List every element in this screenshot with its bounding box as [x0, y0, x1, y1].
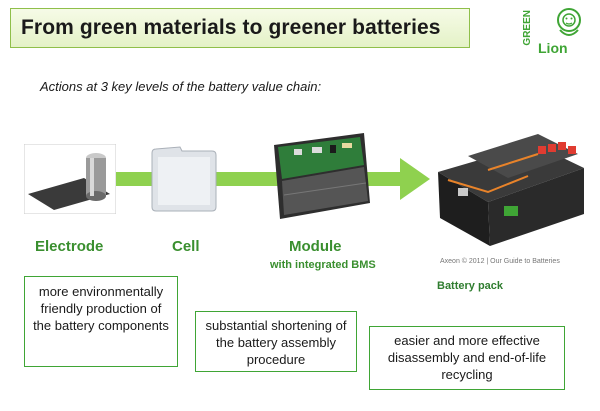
battery-pack-image	[438, 134, 584, 246]
green-lion-logo: GREEN Lion	[520, 4, 596, 68]
action-text-cell: substantial shortening of the battery as…	[205, 318, 347, 367]
action-box-cell: substantial shortening of the battery as…	[195, 311, 357, 372]
stage-label-electrode: Electrode	[35, 238, 104, 255]
action-text-electrode: more environmentally friendly production…	[33, 284, 169, 333]
cell-image	[151, 146, 217, 212]
module-image	[274, 133, 370, 219]
action-box-module: easier and more effective disassembly an…	[369, 326, 565, 390]
stage-sublabel-module: with integrated BMS	[270, 259, 376, 271]
logo-word-lion: Lion	[538, 40, 568, 56]
electrode-image	[24, 144, 116, 214]
stage-label-battery-pack: Battery pack	[437, 280, 504, 292]
action-text-module: easier and more effective disassembly an…	[387, 333, 547, 382]
subtitle: Actions at 3 key levels of the battery v…	[40, 79, 322, 94]
page-title: From green materials to greener batterie…	[21, 16, 441, 39]
title-banner: From green materials to greener batterie…	[10, 8, 470, 48]
stage-label-cell: Cell	[172, 238, 200, 255]
stage-label-module: Module	[289, 238, 342, 255]
image-caption: Axeon © 2012 | Our Guide to Batteries	[440, 258, 560, 265]
lion-icon	[557, 8, 581, 36]
action-box-electrode: more environmentally friendly production…	[24, 276, 178, 367]
